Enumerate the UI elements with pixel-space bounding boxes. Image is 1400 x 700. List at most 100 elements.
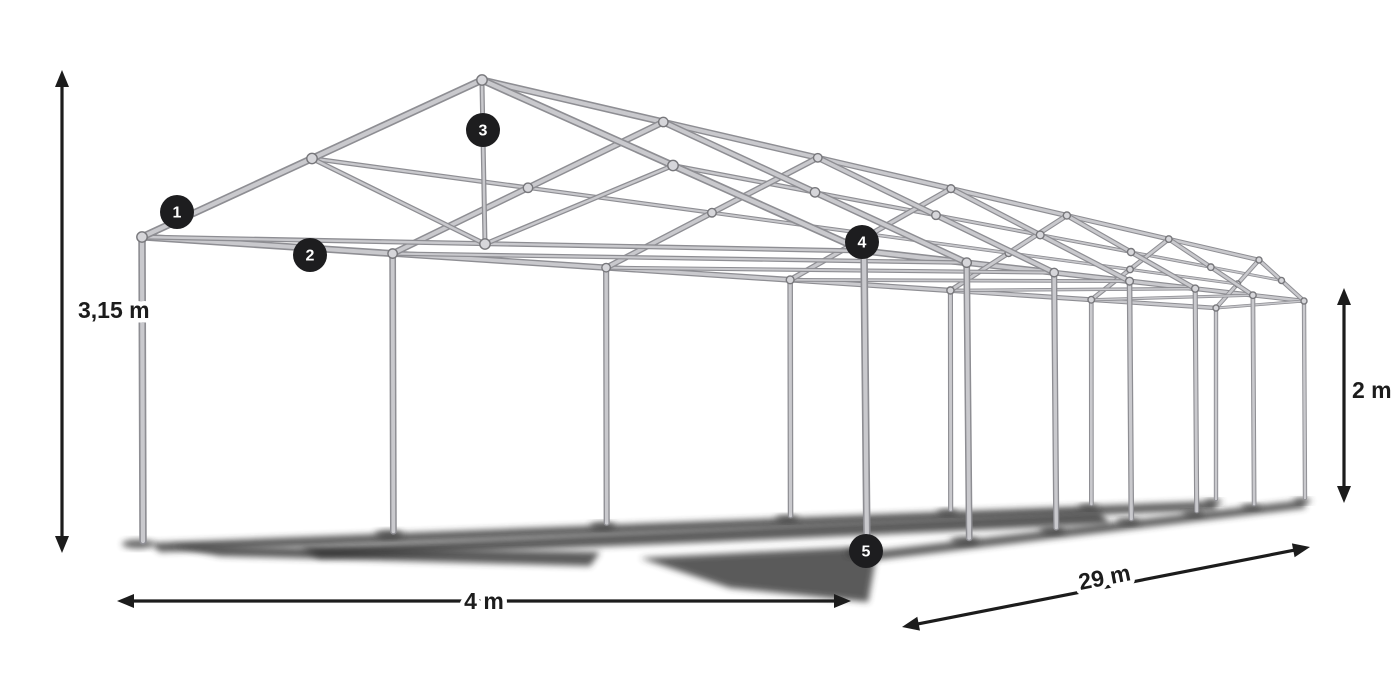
marker-label: 2 xyxy=(306,248,315,265)
joint-fitting xyxy=(136,231,148,243)
marker-circle[interactable] xyxy=(466,113,500,147)
pole-highlight xyxy=(526,186,713,214)
joint-fitting xyxy=(946,184,956,194)
joint-fitting xyxy=(1212,304,1220,312)
dimension-annotations: 3,15 m 2 m 4 m 29 m xyxy=(55,70,1396,631)
joint-fitting xyxy=(1255,256,1263,264)
ground-shadow xyxy=(300,512,1110,558)
pole-highlight xyxy=(605,266,1056,274)
post-shadow xyxy=(1182,510,1205,517)
arrowhead-up-icon xyxy=(55,70,69,87)
width-label: 4 m xyxy=(464,588,504,614)
pole-highlight xyxy=(310,157,530,189)
pole-highlight xyxy=(1039,234,1132,253)
post-shadow xyxy=(1039,526,1066,535)
post-shadow xyxy=(1240,504,1262,510)
side-height-label: 2 m xyxy=(1352,377,1392,403)
pole-highlight xyxy=(1090,294,1254,301)
marker-label: 4 xyxy=(858,235,867,252)
joint-fitting xyxy=(667,159,679,172)
arrowhead-left-icon xyxy=(902,616,920,631)
joint-fitting xyxy=(785,275,795,285)
joint-fitting xyxy=(1062,211,1072,220)
arrowhead-right-icon xyxy=(1291,543,1310,558)
marker-circle[interactable] xyxy=(160,195,194,229)
joint-fitting xyxy=(479,238,491,250)
marker-circle[interactable] xyxy=(849,534,883,568)
post-shadow xyxy=(1292,498,1312,504)
post-shadow xyxy=(374,530,404,539)
pole-highlight xyxy=(1193,287,1199,513)
pole-highlight xyxy=(935,214,1042,236)
joint-fitting xyxy=(1124,276,1135,286)
joint-fitting xyxy=(812,152,823,163)
joint-fitting xyxy=(1087,295,1096,304)
joint-fitting xyxy=(522,182,534,194)
pole-highlight xyxy=(139,234,146,544)
post-shadow xyxy=(1078,504,1099,510)
joint-fitting xyxy=(1035,230,1045,240)
marker-circle[interactable] xyxy=(845,225,879,259)
dim-width xyxy=(117,594,851,608)
pole-highlight xyxy=(310,157,487,246)
joint-fitting xyxy=(1126,265,1134,274)
callout-marker[interactable]: 2 xyxy=(293,238,327,272)
pole-highlight xyxy=(661,120,820,160)
dim-ridge-height xyxy=(55,70,69,553)
post-shadow xyxy=(122,539,154,549)
post-shadow xyxy=(1203,499,1223,505)
dim-line xyxy=(915,548,1297,626)
pole-highlight xyxy=(1007,252,1131,271)
post-shadow xyxy=(589,522,616,530)
pole-highlight xyxy=(861,248,870,553)
marker-label: 5 xyxy=(862,544,871,561)
callout-marker[interactable]: 1 xyxy=(160,195,194,229)
joint-fitting xyxy=(946,286,955,295)
pole-highlight xyxy=(1251,293,1306,303)
joint-fitting xyxy=(931,210,941,221)
pole-highlight xyxy=(949,289,1093,302)
joint-fitting xyxy=(476,74,488,86)
post-shadow xyxy=(774,515,799,523)
callout-marker[interactable]: 5 xyxy=(849,534,883,568)
ground-shadows xyxy=(122,498,1312,602)
joint-fitting xyxy=(1126,247,1136,257)
dim-length xyxy=(902,543,1310,631)
arrowhead-right-icon xyxy=(834,594,851,608)
arrowhead-down-icon xyxy=(1337,486,1351,503)
pole-highlight xyxy=(949,287,1197,292)
pole-highlight xyxy=(483,164,675,246)
pole-highlight xyxy=(1052,270,1058,530)
ridge-height-label: 3,15 m xyxy=(78,297,150,323)
pole-highlight xyxy=(480,82,487,246)
callout-marker[interactable]: 4 xyxy=(845,225,879,259)
pole-highlight xyxy=(140,235,866,253)
joint-fitting xyxy=(1248,291,1257,300)
pole-highlight xyxy=(816,156,953,191)
marker-label: 3 xyxy=(479,123,488,140)
pole-highlight xyxy=(391,252,968,264)
pole-highlight xyxy=(480,78,666,125)
pole-highlight xyxy=(1302,299,1307,500)
joint-fitting xyxy=(1300,297,1308,305)
length-label: 29 m xyxy=(1076,559,1132,595)
ground-shadow xyxy=(170,546,600,566)
pole-highlight xyxy=(671,164,817,194)
post-shadow xyxy=(950,536,980,545)
pole-highlight xyxy=(964,260,972,540)
pole-highlight xyxy=(949,187,1069,217)
joint-fitting xyxy=(387,248,399,259)
joint-fitting xyxy=(1164,235,1173,244)
ground-shadow xyxy=(640,546,878,602)
tent-frame xyxy=(136,74,1308,554)
post-shadow xyxy=(936,509,959,516)
marker-circle[interactable] xyxy=(293,238,327,272)
post-shadow xyxy=(1115,518,1140,525)
callout-marker[interactable]: 3 xyxy=(466,113,500,147)
pole-highlight xyxy=(1065,214,1171,241)
pole-highlight xyxy=(1130,251,1212,268)
dim-side-height xyxy=(1337,288,1351,503)
pole-highlight xyxy=(1129,268,1239,285)
